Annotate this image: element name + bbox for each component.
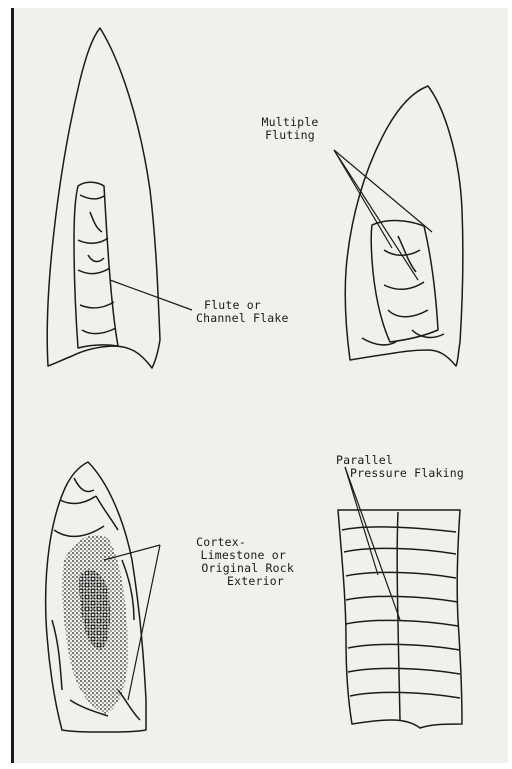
flute-scar (74, 182, 118, 348)
label-flute-line2: Channel Flake (196, 312, 336, 325)
leader-flute (110, 280, 192, 310)
leader-multiple-fluting-b (334, 150, 392, 248)
leader-multiple-fluting-c (334, 150, 432, 232)
label-multiple-fluting-line2: Fluting (240, 129, 340, 142)
label-cortex-line4: Exterior (164, 575, 294, 588)
leader-lines (104, 150, 432, 700)
label-flute: Flute or Channel Flake (196, 299, 336, 325)
pressure-flake-scars (342, 512, 460, 720)
cortex-point (46, 462, 146, 732)
fluted-point-right (345, 86, 463, 366)
multiple-flute-scar (371, 221, 438, 342)
label-multiple-fluting: Multiple Fluting (240, 116, 340, 142)
label-cortex: Cortex- Limestone or Original Rock Exter… (164, 536, 294, 588)
fluted-point-left (47, 28, 160, 368)
leader-parallel-a (345, 467, 378, 575)
label-parallel-line2: Pressure Flaking (336, 467, 506, 480)
label-parallel-pressure-flaking: Parallel Pressure Flaking (336, 454, 506, 480)
